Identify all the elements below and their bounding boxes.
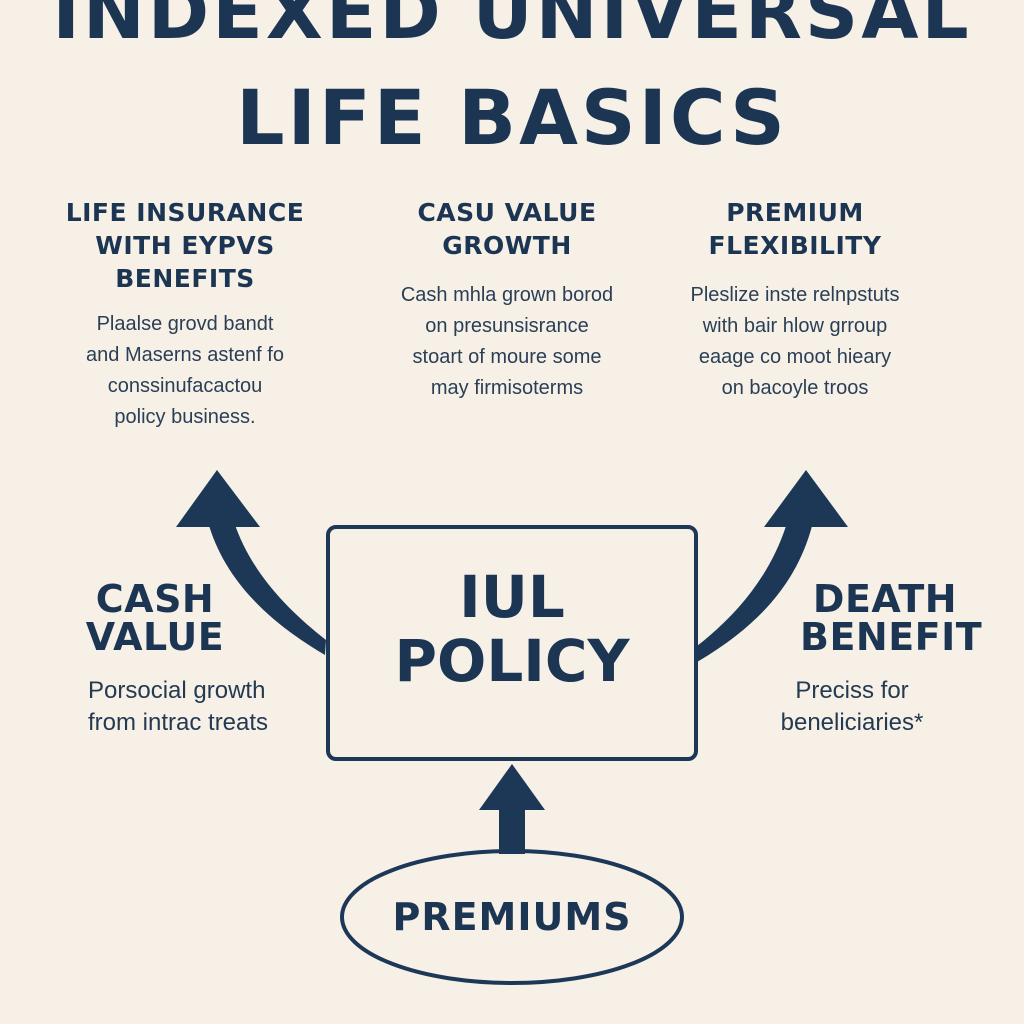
feature-description: Plaalse grovd bandt and Maserns astenf f… xyxy=(55,309,315,433)
cash-value-heading-line: CASH xyxy=(95,577,215,621)
death-benefit-description-line: beneliciaries* xyxy=(780,709,924,736)
death-benefit-description-line: Preciss for xyxy=(795,677,909,704)
death-benefit-heading-line: DEATH xyxy=(812,577,958,621)
feature-description-line: and Maserns astenf fo xyxy=(86,344,284,366)
page-title-line-2: LIFE BASICS xyxy=(236,73,788,162)
feature-heading-line: BENEFITS xyxy=(115,264,255,293)
feature-description-line: on bacoyle troos xyxy=(721,377,869,399)
cash-value-description-line: Porsocial growth xyxy=(88,677,266,704)
feature-heading-line: FLEXIBILITY xyxy=(708,231,882,260)
cash-value-description-line: from intrac treats xyxy=(88,709,269,736)
feature-description-line: Pleslize inste relnpstuts xyxy=(690,284,900,306)
feature-heading-line: PREMIUM xyxy=(726,198,864,227)
iul-policy-label-line: POLICY xyxy=(394,627,630,695)
feature-heading: LIFE INSURANCE WITH EYPVS BENEFITS xyxy=(55,196,315,295)
straight-arrow-up-icon xyxy=(479,764,545,854)
death-benefit-description: Preciss for beneliciaries* xyxy=(772,675,932,739)
feature-description-line: Plaalse grovd bandt xyxy=(96,313,274,335)
premiums-label: PREMIUMS xyxy=(392,895,632,939)
feature-description-line: stoart of moure some xyxy=(412,346,602,368)
curved-arrow-up-left-icon xyxy=(176,470,326,655)
feature-description-line: with bair hlow grroup xyxy=(702,315,888,337)
iul-policy-label-line: IUL xyxy=(459,563,565,631)
iul-policy-label: IUL POLICY xyxy=(328,565,696,693)
death-benefit-heading-line: BENEFIT xyxy=(800,615,983,659)
iul-policy-box xyxy=(326,525,698,761)
feature-description-line: on presunsisrance xyxy=(425,315,589,337)
feature-description-line: Cash mhla grown borod xyxy=(400,284,614,306)
cash-value-description: Porsocial growth from intrac treats xyxy=(88,675,328,739)
feature-column-cash-value-growth: CASU VALUE GROWTH Cash mhla grown borod … xyxy=(372,196,642,404)
feature-heading: CASU VALUE GROWTH xyxy=(372,196,642,262)
feature-description: Pleslize inste relnpstuts with bair hlow… xyxy=(660,280,930,404)
feature-description-line: policy business. xyxy=(114,406,256,428)
death-benefit-heading: DEATH BENEFIT xyxy=(800,577,983,659)
cash-value-heading-line: VALUE xyxy=(85,615,225,659)
premiums-ellipse xyxy=(340,849,684,985)
feature-heading-line: LIFE INSURANCE xyxy=(65,198,305,227)
feature-column-life-insurance: LIFE INSURANCE WITH EYPVS BENEFITS Plaal… xyxy=(55,196,315,433)
feature-description-line: conssinufacactou xyxy=(107,375,263,397)
page-title-line-1: INDEXED UNIVERSAL xyxy=(52,0,972,56)
feature-heading: PREMIUM FLEXIBILITY xyxy=(660,196,930,262)
feature-heading-line: CASU VALUE xyxy=(417,198,597,227)
feature-description-line: may firmisoterms xyxy=(430,377,584,399)
curved-arrow-up-right-icon xyxy=(697,470,848,662)
cash-value-heading: CASH VALUE xyxy=(85,580,225,656)
feature-heading-line: GROWTH xyxy=(442,231,572,260)
feature-column-premium-flexibility: PREMIUM FLEXIBILITY Pleslize inste relnp… xyxy=(660,196,930,404)
feature-description-line: eaage co moot hieary xyxy=(698,346,892,368)
feature-heading-line: WITH EYPVS xyxy=(95,231,275,260)
feature-description: Cash mhla grown borod on presunsisrance … xyxy=(372,280,642,404)
